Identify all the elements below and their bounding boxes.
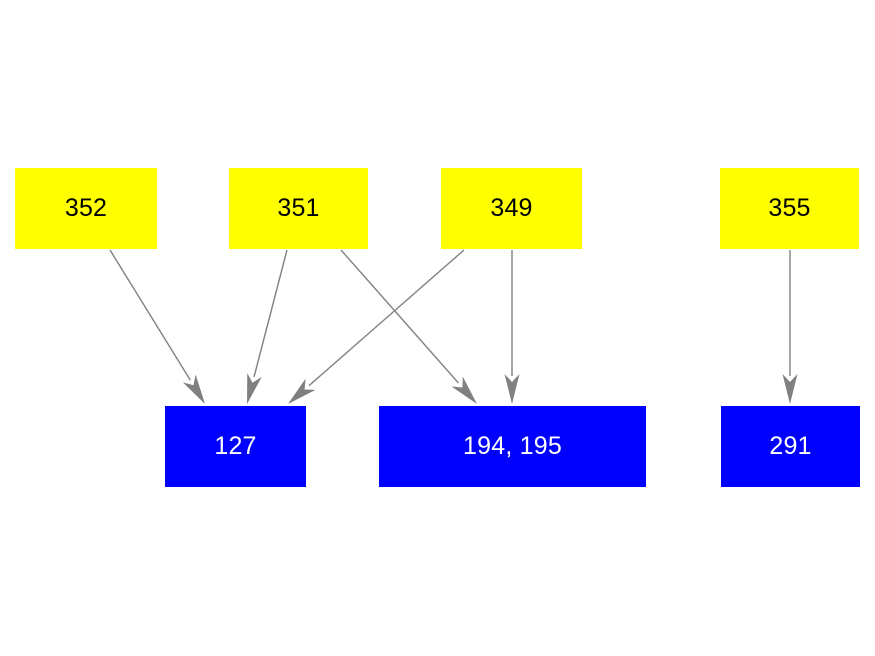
edge-n351-to-n127 — [247, 249, 288, 404]
node-349[interactable]: 349 — [441, 168, 582, 249]
node-291[interactable]: 291 — [721, 406, 860, 487]
node-label: 349 — [490, 194, 533, 222]
node-label: 355 — [768, 194, 811, 222]
node-label: 194, 195 — [463, 432, 562, 460]
edge-n355-to-n291 — [782, 250, 798, 404]
node-label: 352 — [64, 194, 108, 222]
arrowhead-icon — [451, 376, 477, 404]
arrowhead-icon — [504, 374, 520, 404]
edge-shaft — [308, 249, 465, 387]
edge-shaft — [253, 249, 288, 378]
edge-n349-to-n194 — [504, 250, 520, 404]
edge-shaft — [340, 249, 459, 384]
edge-shaft — [109, 249, 191, 381]
node-352[interactable]: 352 — [15, 168, 157, 249]
node-label: 291 — [769, 432, 812, 460]
arrowhead-icon — [182, 374, 205, 404]
arrowhead-icon — [247, 373, 262, 404]
arrowhead-icon — [782, 374, 798, 404]
node-194-195[interactable]: 194, 195 — [379, 406, 646, 487]
node-351[interactable]: 351 — [229, 168, 368, 249]
edge-n349-to-n127 — [288, 249, 465, 404]
node-label: 351 — [277, 194, 320, 222]
arrowhead-icon — [288, 378, 316, 404]
edge-n351-to-n194 — [340, 249, 477, 404]
edge-n352-to-n127 — [109, 249, 205, 404]
node-127[interactable]: 127 — [165, 406, 306, 487]
node-label: 127 — [214, 432, 257, 460]
node-355[interactable]: 355 — [720, 168, 859, 249]
